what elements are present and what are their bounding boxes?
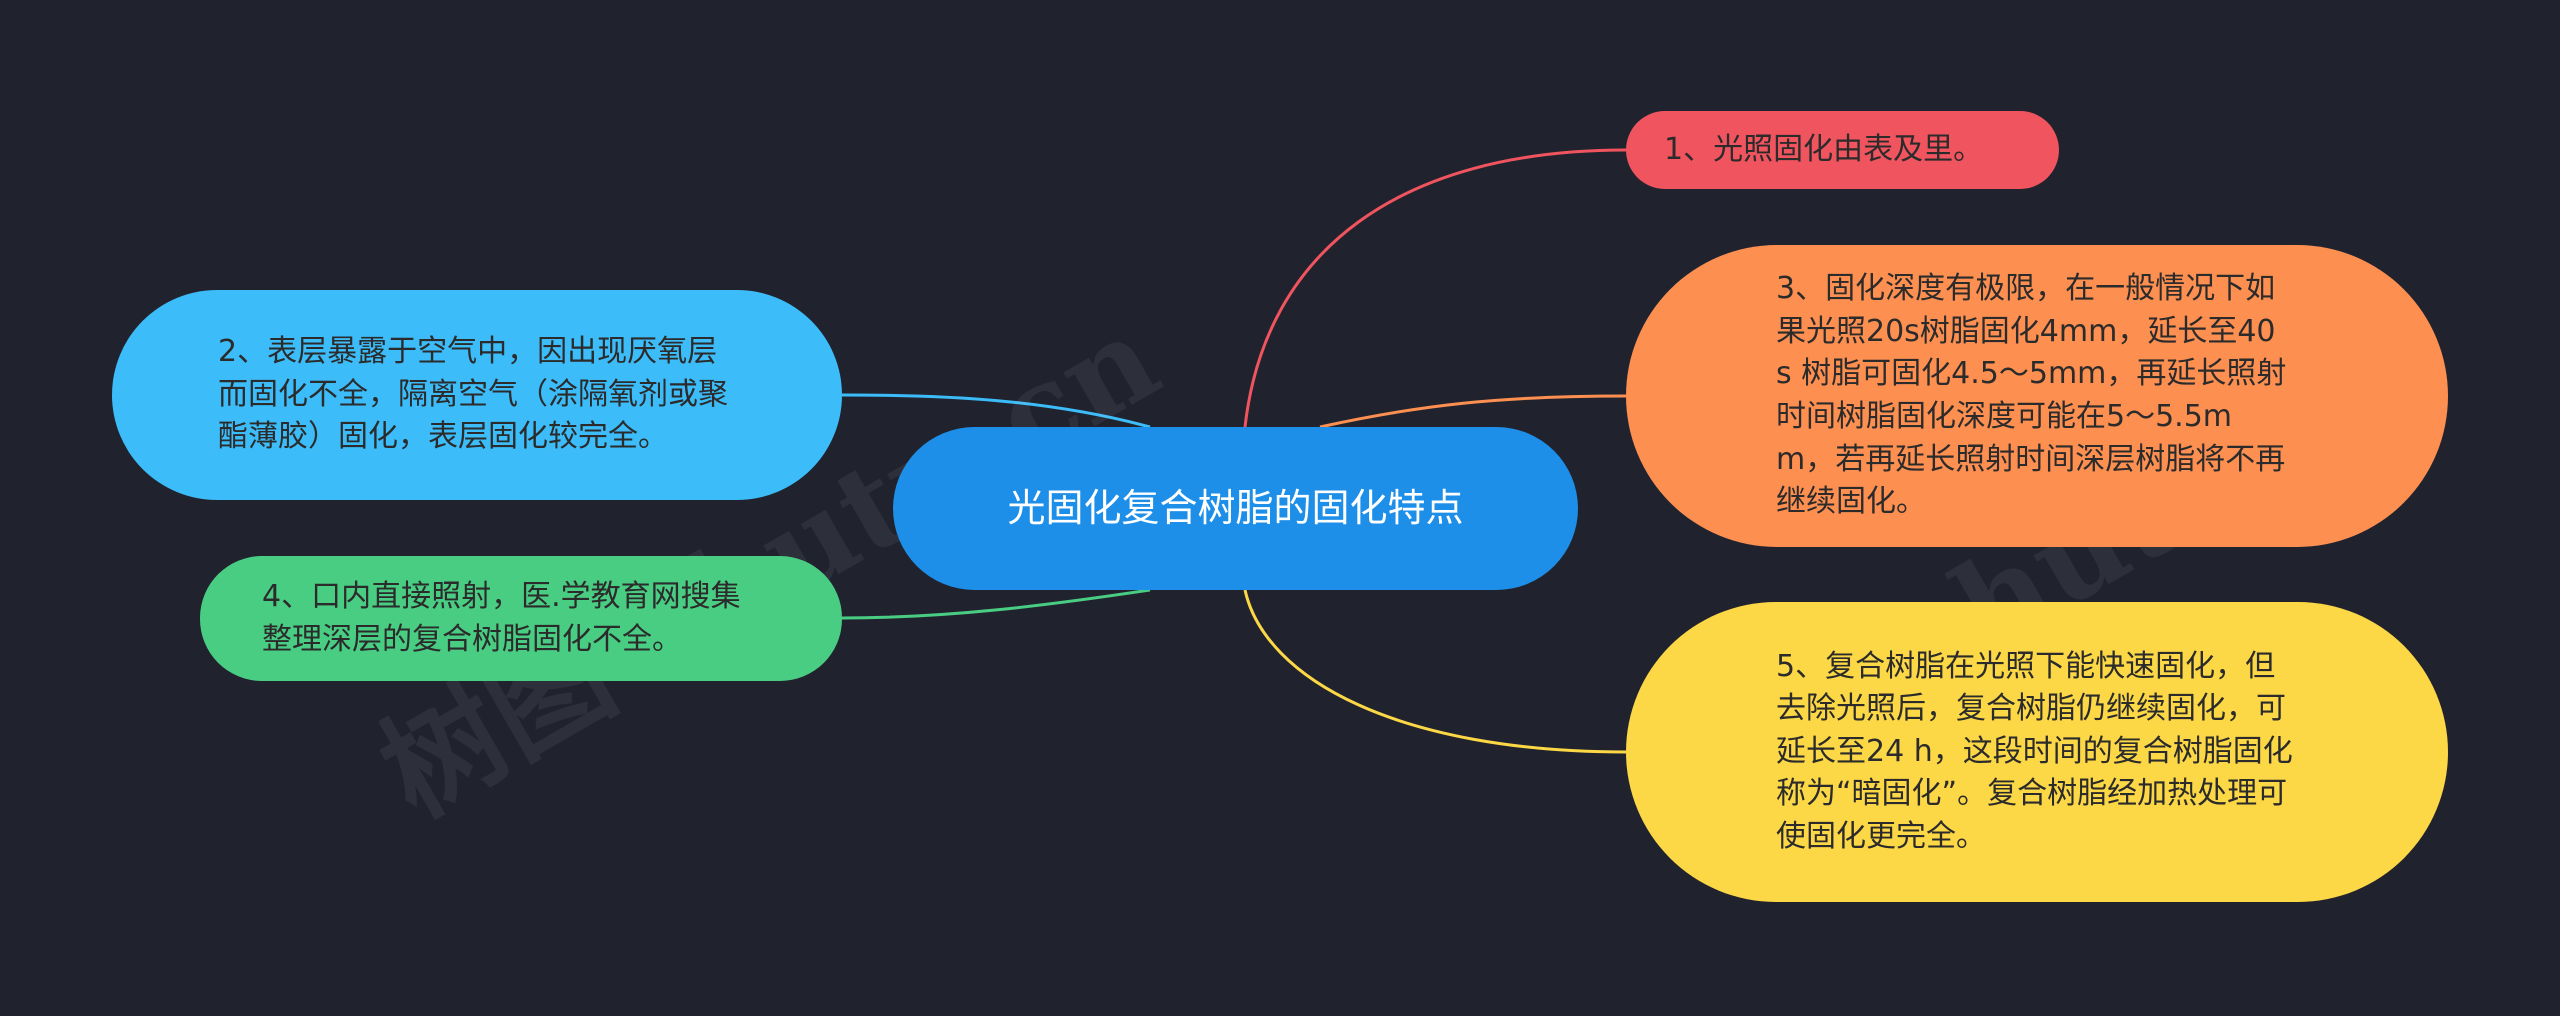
topic-node-5[interactable]: 5、复合树脂在光照下能快速固化，但去除光照后，复合树脂仍继续固化，可延长至24 … [1626,602,2448,902]
connector-n4 [841,588,1151,620]
topic-node-5-text: 5、复合树脂在光照下能快速固化，但去除光照后，复合树脂仍继续固化，可延长至24 … [1776,648,2293,854]
connector-n2 [841,393,1151,429]
connector-n5 [1243,589,1627,754]
topic-node-3[interactable]: 3、固化深度有极限，在一般情况下如果光照20s树脂固化4mm，延长至40s 树脂… [1626,245,2448,547]
topic-node-2-text: 2、表层暴露于空气中，因出现厌氧层而固化不全，隔离空气（涂隔氧剂或聚酯薄胶）固化… [218,334,728,455]
topic-node-4-text: 4、口内直接照射，医.学教育网搜集整理深层的复合树脂固化不全。 [262,578,741,657]
central-topic-text: 光固化复合树脂的固化特点 [1007,485,1464,530]
topic-node-1[interactable]: 1、光照固化由表及里。 [1626,111,2059,189]
central-topic-node[interactable]: 光固化复合树脂的固化特点 [893,427,1578,590]
topic-node-1-text: 1、光照固化由表及里。 [1664,131,1984,167]
topic-node-4[interactable]: 4、口内直接照射，医.学教育网搜集整理深层的复合树脂固化不全。 [200,556,842,681]
connector-n3 [1319,394,1627,429]
topic-node-2[interactable]: 2、表层暴露于空气中，因出现厌氧层而固化不全，隔离空气（涂隔氧剂或聚酯薄胶）固化… [112,290,842,500]
connector-n1 [1243,148,1627,428]
topic-node-3-text: 3、固化深度有极限，在一般情况下如果光照20s树脂固化4mm，延长至40s 树脂… [1776,271,2287,520]
